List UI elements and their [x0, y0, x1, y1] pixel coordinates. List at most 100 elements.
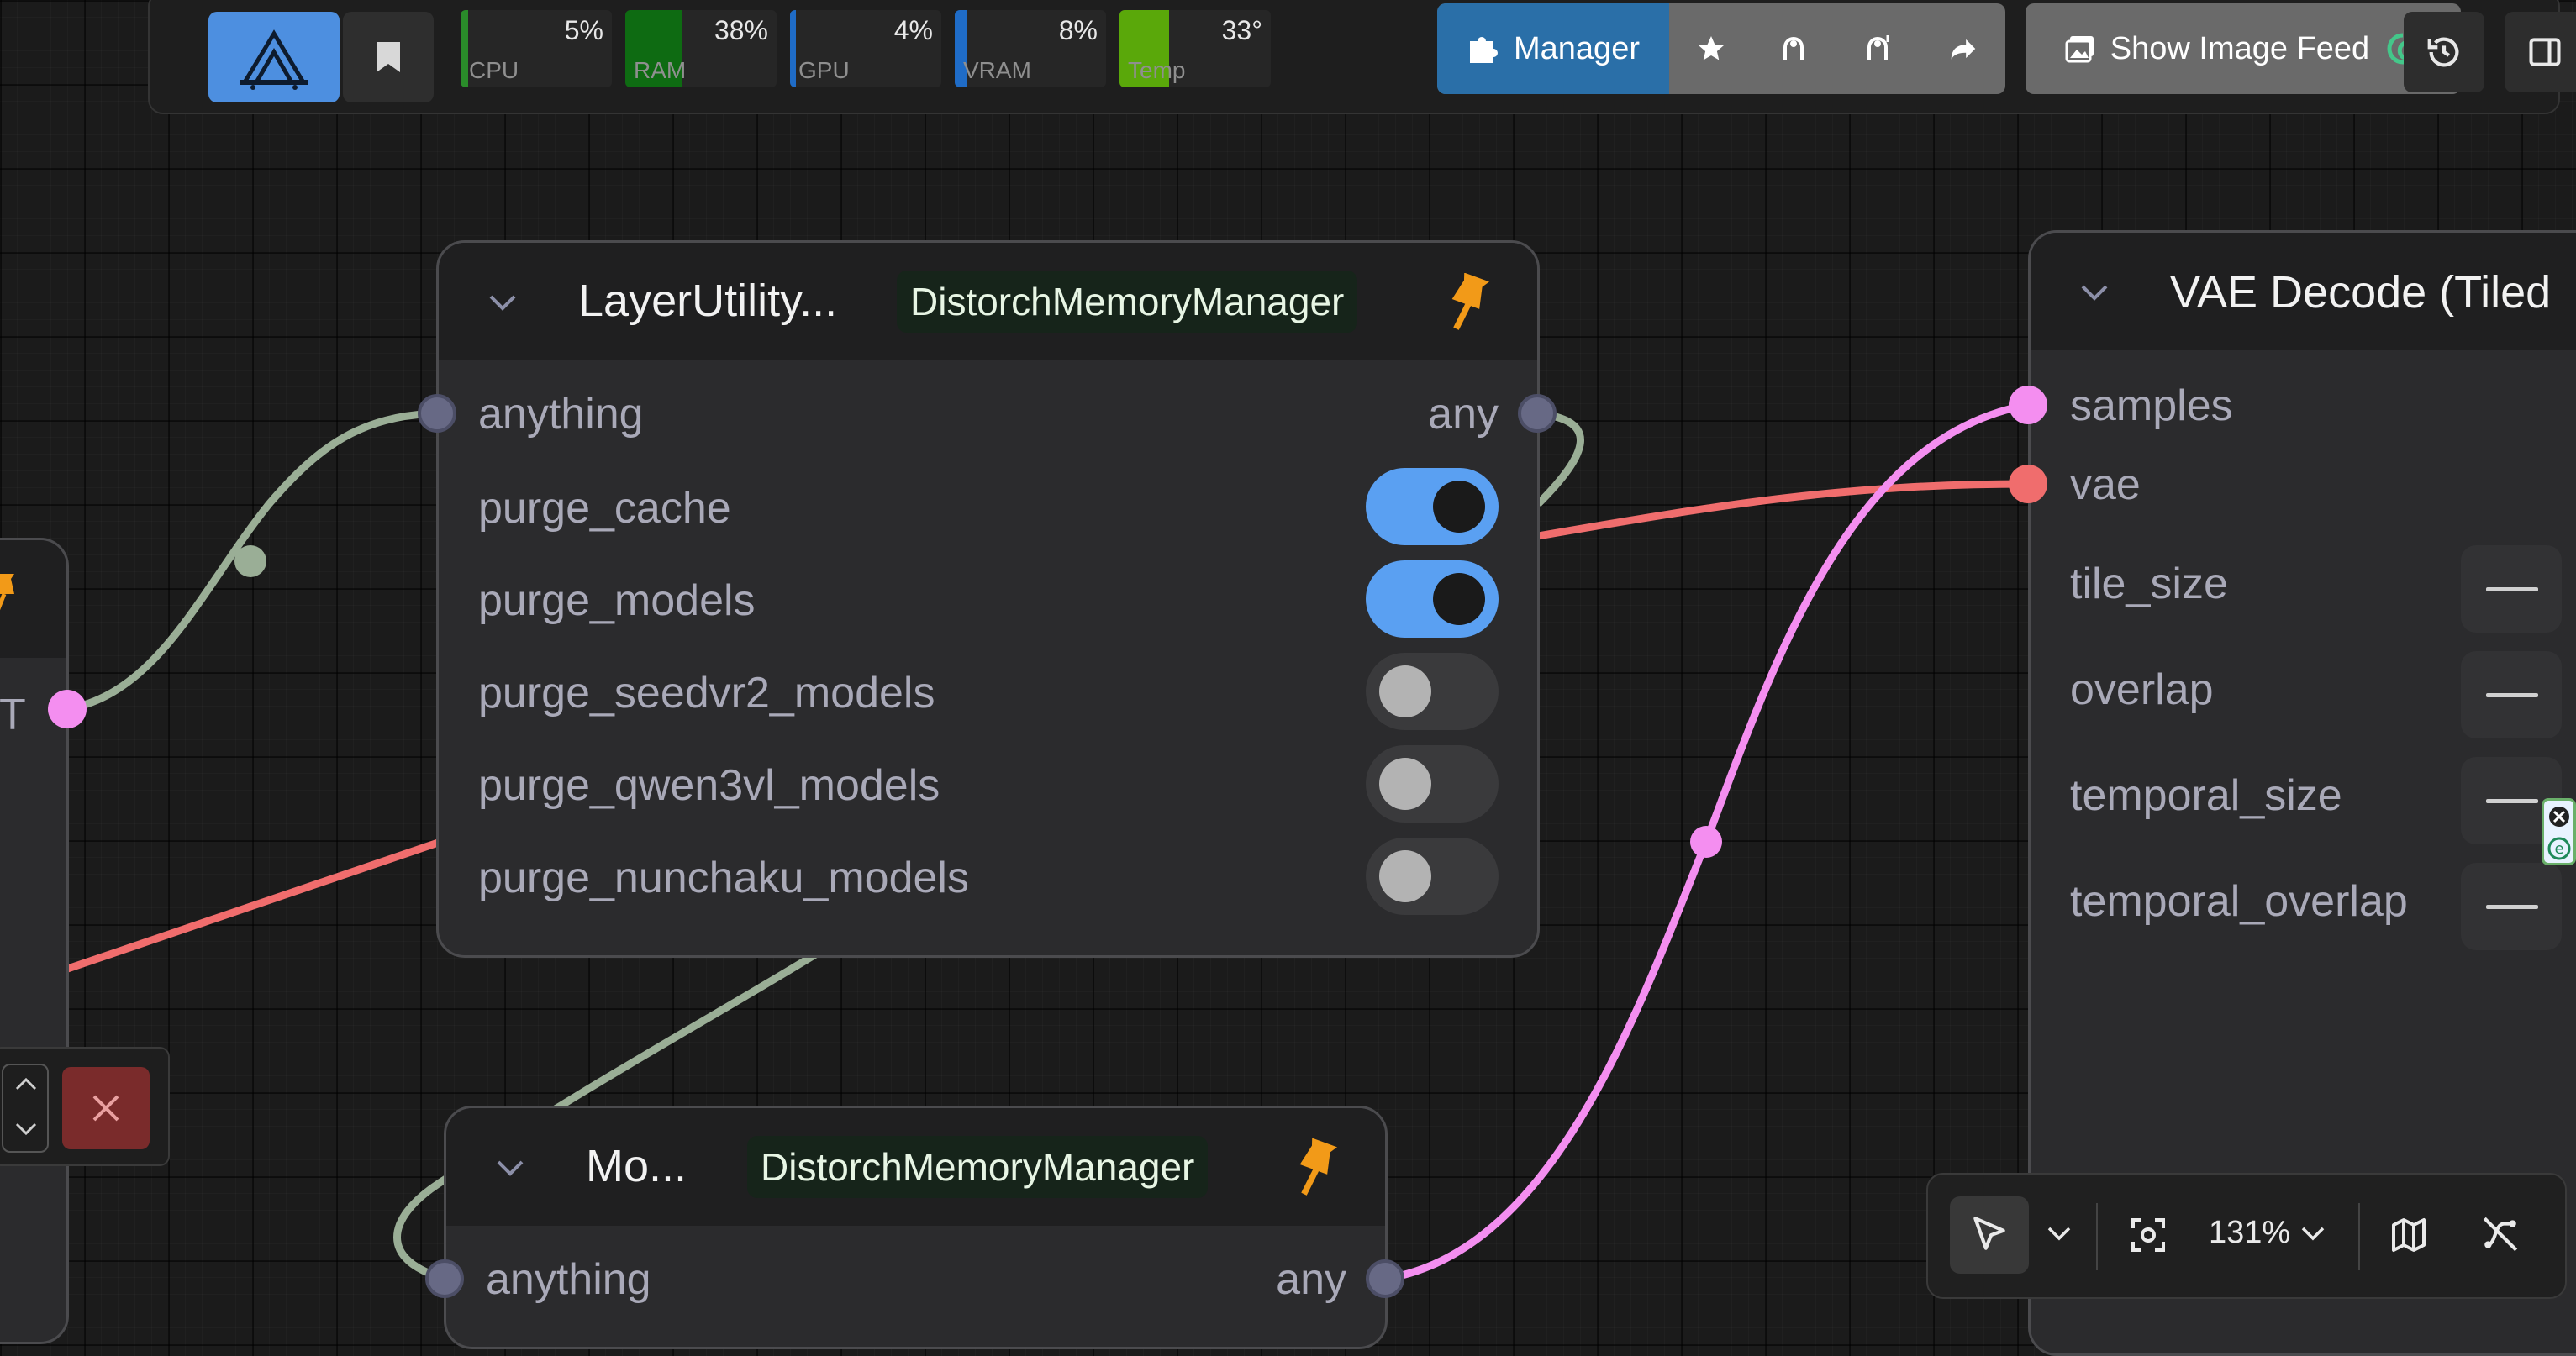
link-midpoint [1690, 826, 1722, 858]
app-logo-icon [240, 29, 308, 90]
overlap-decrement-button[interactable] [2461, 651, 2562, 738]
cursor-arrow-icon [1973, 1217, 2005, 1250]
minus-icon [2486, 587, 2538, 591]
vae-input-port-samples[interactable] [2009, 386, 2047, 424]
delete-button[interactable] [62, 1067, 150, 1149]
pin-icon [0, 574, 14, 611]
node-title: LayerUtility... [578, 276, 838, 326]
layer-utility-node[interactable]: LayerUtility... DistorchMemoryManager an… [436, 240, 1540, 958]
widget-label-temporal-overlap: temporal_overlap [2070, 877, 2408, 926]
purge-nunchaku-models-toggle[interactable] [1366, 838, 1499, 915]
link-green-anything [66, 409, 438, 713]
link-green-any [1535, 409, 1584, 507]
minus-icon [2486, 693, 2538, 697]
node-tool-button-1[interactable] [1753, 3, 1837, 94]
vram-label: VRAM [963, 57, 1031, 83]
image-icon [2065, 36, 2094, 63]
history-icon [2427, 37, 2459, 67]
vram-usage-bar [955, 10, 967, 87]
canvas-toolbar: 131% [1926, 1173, 2567, 1299]
purge-qwen3vl-models-toggle[interactable] [1366, 745, 1499, 823]
node-type-badge: DistorchMemoryManager [897, 271, 1358, 333]
temp-usage-bar [1119, 10, 1170, 87]
chevron-down-icon[interactable] [2044, 1218, 2074, 1248]
queue-history-button[interactable] [2404, 12, 2484, 92]
widget-label-tile-size: tile_size [2070, 560, 2228, 608]
input-label-anything: anything [478, 390, 644, 439]
toggle-label-purge-nunchaku-models: purge_nunchaku_models [478, 854, 969, 902]
purge-cache-toggle[interactable] [1366, 468, 1499, 545]
collapse-chevron-icon[interactable] [2078, 276, 2111, 310]
hide-links-icon[interactable] [2479, 1213, 2521, 1255]
fit-view-icon[interactable] [2128, 1215, 2168, 1255]
node-type-badge: DistorchMemoryManager [747, 1136, 1209, 1198]
close-icon [92, 1095, 119, 1122]
minus-icon [2486, 905, 2538, 909]
left-node-partial[interactable]: T [0, 538, 69, 1344]
collapse-chevron-icon[interactable] [486, 286, 519, 320]
cpu-label: CPU [469, 57, 519, 83]
toggle-label-purge-qwen3vl-models: purge_qwen3vl_models [478, 761, 940, 810]
node-header[interactable]: LayerUtility... DistorchMemoryManager [439, 243, 1537, 360]
stepper-arrows[interactable] [2, 1064, 49, 1153]
temporal-overlap-decrement-button[interactable] [2461, 863, 2562, 950]
share-button[interactable] [1921, 3, 2005, 94]
bookmark-button[interactable] [343, 12, 434, 102]
input-port-anything[interactable] [418, 394, 456, 433]
vram-monitor: 8% VRAM [955, 10, 1106, 87]
chevron-down-icon [15, 1122, 37, 1136]
sidebar-panel-icon [2529, 38, 2561, 66]
favorite-button[interactable] [1669, 3, 1753, 94]
temp-value: 33° [1221, 15, 1262, 45]
node-title: VAE Decode (Tiled [2170, 267, 2552, 318]
input-label-samples: samples [2070, 381, 2233, 430]
share-arrow-icon [1951, 39, 1976, 60]
e-badge-icon: e [2547, 837, 2571, 860]
close-icon [2549, 807, 2569, 827]
chevron-down-icon[interactable] [2298, 1218, 2328, 1248]
pin-icon[interactable] [1439, 273, 1493, 334]
number-stepper-widget [0, 1047, 170, 1166]
tile-size-decrement-button[interactable] [2461, 545, 2562, 633]
output-port-any[interactable] [1518, 394, 1557, 433]
temp-monitor: 33° Temp [1119, 10, 1271, 87]
edge-mini-widget[interactable]: e [2542, 798, 2576, 865]
star-icon [1699, 36, 1724, 60]
minimap-icon[interactable] [2389, 1215, 2429, 1255]
node-tool-button-2[interactable] [1837, 3, 1921, 94]
left-node-output-port[interactable] [48, 690, 87, 728]
temp-label: Temp [1128, 57, 1186, 83]
manager-button[interactable]: Manager [1437, 3, 1669, 94]
manager-group: Manager [1437, 3, 2005, 94]
vae-decode-tiled-node[interactable]: VAE Decode (Tiled samples vae tile_size … [2028, 230, 2576, 1356]
pin-icon[interactable] [1287, 1138, 1341, 1199]
mo-output-port-any[interactable] [1366, 1259, 1404, 1298]
vram-value: 8% [1058, 15, 1098, 45]
cpu-value: 5% [564, 15, 603, 45]
gpu-label: GPU [798, 57, 850, 83]
purge-models-toggle[interactable] [1366, 560, 1499, 638]
select-mode-button[interactable] [1950, 1196, 2029, 1274]
node-tool-icon [1783, 37, 1804, 60]
collapse-chevron-icon[interactable] [493, 1152, 527, 1185]
toggle-label-purge-models: purge_models [478, 576, 756, 625]
toggle-label-purge-seedvr2-models: purge_seedvr2_models [478, 669, 935, 717]
toggle-sidebar-button[interactable] [2505, 12, 2576, 92]
node-header[interactable]: VAE Decode (Tiled [2031, 233, 2576, 350]
mo-input-port-anything[interactable] [425, 1259, 464, 1298]
show-image-feed-button[interactable]: Show Image Feed [2026, 3, 2461, 94]
gpu-value: 4% [893, 15, 933, 45]
widget-label-temporal-size: temporal_size [2070, 771, 2342, 820]
manager-label: Manager [1514, 30, 1640, 66]
ram-monitor: 38% RAM [625, 10, 777, 87]
app-logo-button[interactable] [208, 12, 340, 102]
chevron-up-icon [15, 1077, 37, 1091]
mo-node[interactable]: Mo... DistorchMemoryManager anything any [444, 1106, 1388, 1349]
zoom-level[interactable]: 131% [2209, 1215, 2291, 1250]
output-label-any: any [1276, 1255, 1346, 1304]
node-header[interactable]: Mo... DistorchMemoryManager [446, 1108, 1385, 1226]
purge-seedvr2-models-toggle[interactable] [1366, 653, 1499, 730]
bookmark-icon [377, 42, 400, 72]
node-title: Mo... [586, 1141, 687, 1191]
vae-input-port-vae[interactable] [2009, 465, 2047, 503]
